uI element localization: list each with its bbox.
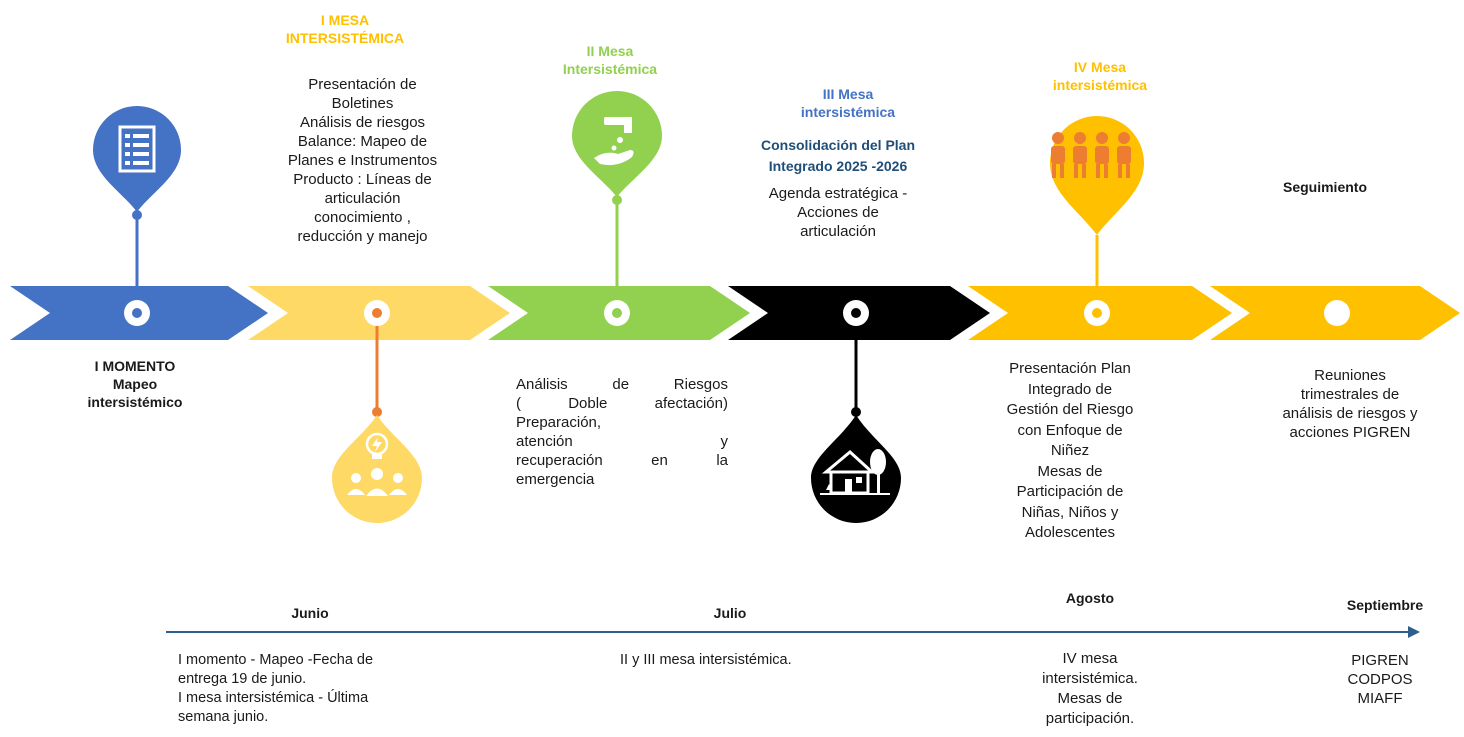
stage-2-detail-line: conocimiento , (314, 209, 411, 226)
stage-5-details: Presentación Plan Integrado de Gestión d… (975, 359, 1165, 544)
month-notes-septiembre: PIGREN CODPOS MIAFF (1320, 651, 1440, 708)
stage-1-title: I MOMENTO Mapeo intersistémico (55, 357, 215, 411)
stage-3-detail-line: recuperación en la (516, 452, 728, 469)
stage-3-detail-line: Análisis de Riesgos (516, 376, 728, 393)
month-note-line: PIGREN (1351, 652, 1409, 669)
month-note-line: semana junio. (178, 709, 269, 725)
stage-2-detail-line: Análisis de riesgos (299, 114, 426, 131)
month-note-line: IV mesa (1062, 650, 1118, 667)
month-notes-junio: I momento - Mapeo -Fecha de entrega 19 d… (178, 651, 468, 727)
stage-1-title-line: Mapeo (112, 376, 158, 392)
month-label: Julio (713, 605, 747, 621)
stage-2-detail-line: Boletines (331, 95, 394, 112)
stage-5-title: IV Mesa intersistémica (1020, 58, 1180, 94)
month-notes-julio: II y III mesa intersistémica. (620, 651, 880, 670)
stage-1-title-line: I MOMENTO (94, 358, 176, 374)
children-group-icon (1050, 116, 1144, 235)
month-note-line: intersistémica. (1042, 670, 1138, 687)
stage-1-title-line: intersistémico (87, 394, 183, 410)
month-label: Agosto (1065, 590, 1115, 606)
stage-5-detail-line: Integrado de (1027, 380, 1113, 398)
stage-4-subtitle: Consolidación del Plan Integrado 2025 -2… (718, 135, 958, 177)
connector-dot-stage-1 (132, 210, 142, 220)
stage-5-detail-line: Niñez (1050, 442, 1090, 459)
stage-5-detail-line: Mesas de (1037, 462, 1103, 480)
month-note-line: I momento - Mapeo -Fecha de (178, 652, 374, 668)
stage-6-detail-line: Reuniones (1314, 367, 1386, 384)
stage-2-detail-line: articulación (324, 190, 401, 207)
stage-3-detail-line: emergencia (516, 471, 595, 488)
stage-4-title: III Mesa intersistémica (758, 85, 938, 121)
stage-2-detail-line: reducción y manejo (297, 228, 428, 245)
stage-2-title: I MESA INTERSISTÉMICA (270, 11, 420, 47)
stage-3-detail-line: atención y (516, 433, 728, 450)
stage-5-detail-line: Presentación Plan (1009, 360, 1131, 377)
stage-3-title-line: Intersistémica (562, 61, 658, 77)
month-label: Junio (291, 605, 329, 621)
month-label: Septiembre (1346, 597, 1424, 613)
stage-5-detail-line: Gestión del Riesgo (1006, 401, 1134, 418)
stage-3-detail-line: Preparación, (516, 414, 602, 431)
node-stage-6 (1324, 300, 1350, 326)
stage-6-details: Reuniones trimestrales de análisis de ri… (1250, 366, 1450, 442)
month-axis-arrowhead (1408, 626, 1420, 638)
stage-2-detail-line: Balance: Mapeo de (297, 133, 428, 150)
month-note-line: entrega 19 de junio. (178, 671, 307, 687)
stage-2-title-line: INTERSISTÉMICA (285, 30, 405, 46)
stage-3-title-line: II Mesa (586, 43, 634, 59)
handwashing-icon (572, 91, 662, 197)
stage-4-subtitle-line: Consolidación del Plan (760, 137, 916, 153)
stage-5-title-line: intersistémica (1052, 77, 1148, 93)
stage-4-subtitle-line: Integrado 2025 -2026 (768, 158, 908, 174)
month-note-line: CODPOS (1347, 671, 1413, 688)
stage-5-detail-line: con Enfoque de (1017, 421, 1123, 439)
lightbulb-team-icon (332, 415, 422, 523)
month-note-line: MIAFF (1357, 690, 1403, 707)
stage-5-title-line: IV Mesa (1073, 59, 1127, 75)
stage-5-detail-line: Niñas, Niños y (1021, 503, 1119, 521)
stage-2-title-line: I MESA (320, 12, 370, 28)
house-tree-icon (811, 415, 901, 523)
stage-6-detail-line: acciones PIGREN (1289, 424, 1411, 441)
stage-4-title-line: intersistémica (800, 104, 896, 120)
stage-6-detail-line: trimestrales de (1300, 386, 1400, 403)
stage-2-details: Presentación de Boletines Análisis de ri… (250, 75, 475, 246)
stage-3-title: II Mesa Intersistémica (530, 42, 690, 78)
month-note-line: participación. (1045, 710, 1135, 727)
month-note-line: Mesas de (1057, 690, 1123, 707)
stage-6-title: Seguimiento (1245, 178, 1405, 196)
month-note-line: II y III mesa intersistémica. (620, 652, 792, 668)
connector-dot-stage-4 (851, 407, 861, 417)
stage-2-detail-line: Producto : Líneas de (293, 171, 432, 188)
stage-6-title-line: Seguimiento (1282, 179, 1367, 195)
connector-dot-stage-3 (612, 195, 622, 205)
connector-dot-stage-2 (372, 407, 382, 417)
month-note-line: I mesa intersistémica - Última (178, 690, 369, 706)
stage-4-detail-line: Agenda estratégica - (768, 185, 908, 202)
month-notes-agosto: IV mesa intersistémica. Mesas de partici… (1010, 649, 1170, 729)
stage-4-detail-line: articulación (800, 223, 876, 240)
stage-4-details: Agenda estratégica - Acciones de articul… (718, 184, 958, 241)
document-list-icon (93, 106, 181, 212)
stage-2-detail-line: Presentación de (308, 76, 417, 93)
stage-6-detail-line: análisis de riesgos y (1282, 405, 1418, 422)
stage-4-title-line: III Mesa (822, 86, 874, 102)
stage-2-detail-line: Planes e Instrumentos (287, 152, 438, 169)
stage-5-detail-line: Participación de (1016, 483, 1124, 500)
stage-4-detail-line: Acciones de (797, 204, 879, 221)
stage-5-detail-line: Adolescentes (1024, 524, 1116, 541)
stage-3-detail-line: ( Doble afectación) (516, 395, 728, 412)
stage-3-details: Análisis de Riesgos ( Doble afectación) … (516, 375, 728, 489)
